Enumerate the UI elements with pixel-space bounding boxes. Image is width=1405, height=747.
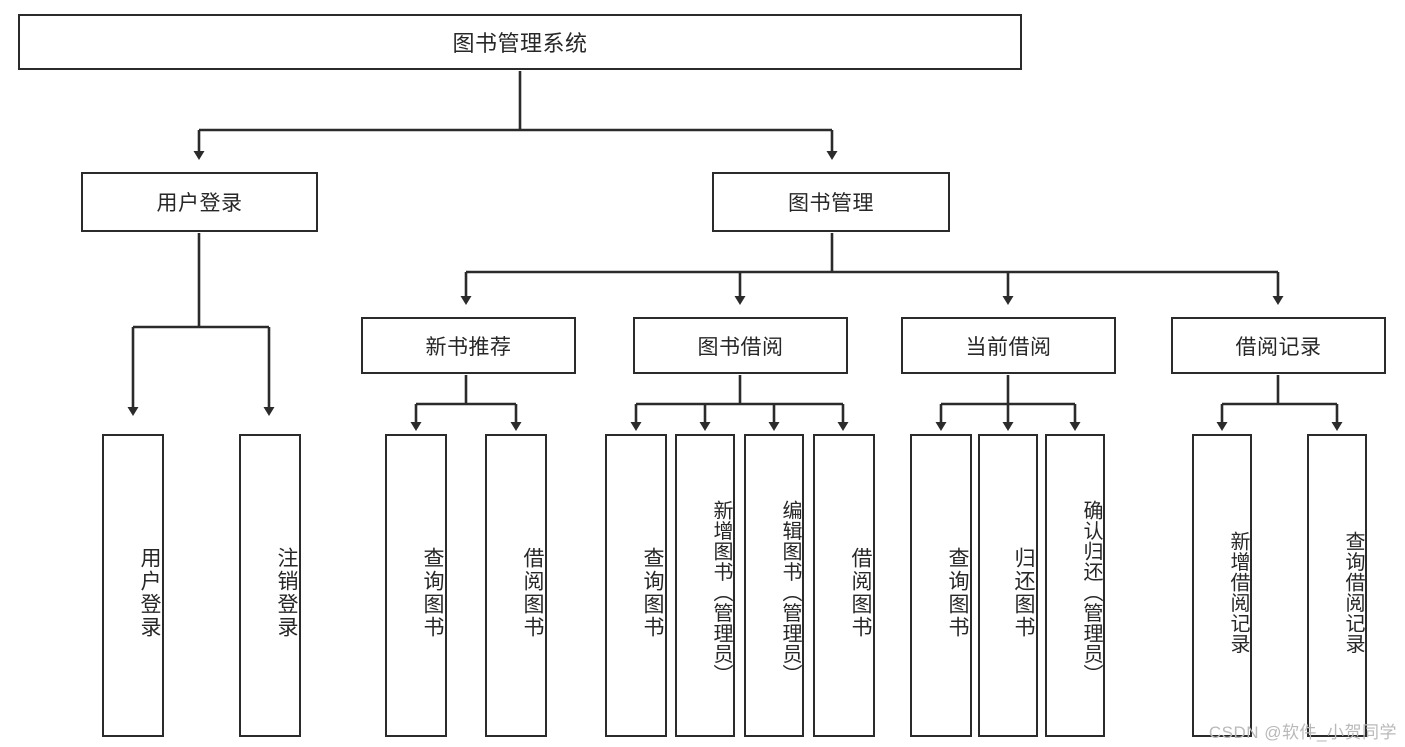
leaf-current-borrow-confirm-return-admin[interactable]: 确认归还（管理员）	[1045, 434, 1105, 737]
leaf-new-book-query-book[interactable]: 查询图书	[385, 434, 447, 737]
node-borrow-record[interactable]: 借阅记录	[1171, 317, 1386, 374]
node-new-book-recommend[interactable]: 新书推荐	[361, 317, 576, 374]
node-current-borrow[interactable]: 当前借阅	[901, 317, 1116, 374]
leaf-borrow-record-add-record[interactable]: 新增借阅记录	[1192, 434, 1252, 737]
node-user-login[interactable]: 用户登录	[81, 172, 318, 232]
leaf-user-login-logout[interactable]: 注销登录	[239, 434, 301, 737]
leaf-book-borrow-edit-book-admin[interactable]: 编辑图书（管理员）	[744, 434, 804, 737]
leaf-new-book-borrow-book[interactable]: 借阅图书	[485, 434, 547, 737]
node-book-borrow[interactable]: 图书借阅	[633, 317, 848, 374]
leaf-book-borrow-borrow-book[interactable]: 借阅图书	[813, 434, 875, 737]
node-book-management[interactable]: 图书管理	[712, 172, 950, 232]
leaf-book-borrow-query-book[interactable]: 查询图书	[605, 434, 667, 737]
leaf-current-borrow-return-book[interactable]: 归还图书	[978, 434, 1038, 737]
csdn-watermark: CSDN @软件_小贺同学	[1208, 723, 1397, 742]
leaf-book-borrow-add-book-admin[interactable]: 新增图书（管理员）	[675, 434, 735, 737]
leaf-borrow-record-query-record[interactable]: 查询借阅记录	[1307, 434, 1367, 737]
node-root-system[interactable]: 图书管理系统	[18, 14, 1022, 70]
leaf-user-login-login[interactable]: 用户登录	[102, 434, 164, 737]
leaf-current-borrow-query-book[interactable]: 查询图书	[910, 434, 972, 737]
